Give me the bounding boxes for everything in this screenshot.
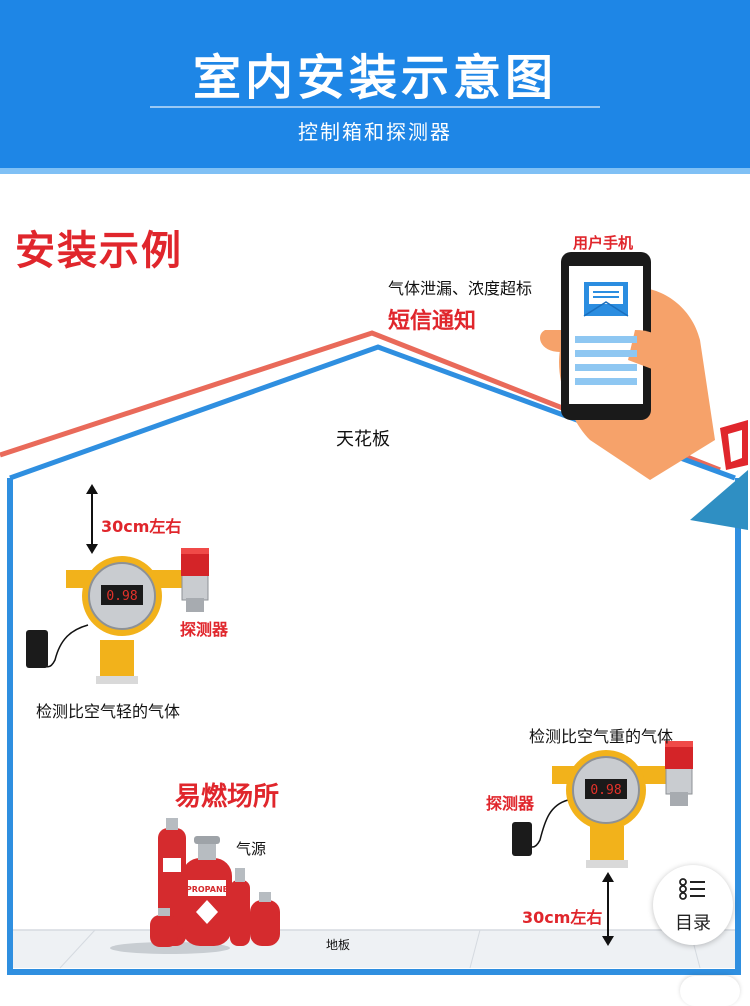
house-wall (7, 478, 741, 975)
phone-label: 用户手机 (573, 234, 634, 252)
header-banner: 室内安装示意图 控制箱和探测器 (0, 0, 750, 172)
ceiling-label: 天花板 (336, 429, 390, 450)
left-detector-label: 探测器 (180, 620, 229, 639)
sms-notice-label: 短信通知 (388, 309, 477, 334)
secondary-floating-button[interactable] (680, 976, 740, 1006)
right-distance-arrow (602, 872, 614, 946)
header-divider (150, 106, 600, 108)
toc-label: 目录 (675, 913, 711, 934)
list-icon (679, 878, 705, 900)
right-gas-detector: 0.98 (512, 741, 693, 868)
right-detector-display: 0.98 (590, 783, 621, 798)
toc-button[interactable]: 目录 (653, 865, 733, 945)
floor-label: 地板 (326, 938, 351, 952)
flammable-area-title: 易燃场所 (175, 782, 280, 812)
left-gas-detector: 0.98 (26, 548, 209, 684)
cylinder-label: PROPANE (186, 885, 228, 894)
page-title: 室内安装示意图 (192, 50, 557, 106)
alert-text: 气体泄漏、浓度超标 (388, 279, 533, 298)
right-distance-label: 30cm左右 (522, 908, 603, 927)
right-detector-label: 探测器 (486, 794, 535, 813)
page-subtitle: 控制箱和探测器 (298, 120, 452, 144)
left-distance-label: 30cm左右 (101, 517, 182, 536)
header-bottom-band (0, 168, 750, 174)
gas-cylinders: PROPANE (110, 818, 280, 954)
section-title: 安装示例 (15, 228, 183, 274)
left-detector-display: 0.98 (106, 589, 137, 604)
gas-source-label: 气源 (236, 840, 267, 858)
light-gas-caption: 检测比空气轻的气体 (36, 702, 181, 721)
hand-holding-phone (540, 252, 748, 530)
heavy-gas-caption: 检测比空气重的气体 (529, 727, 674, 746)
left-distance-arrow (86, 484, 98, 554)
